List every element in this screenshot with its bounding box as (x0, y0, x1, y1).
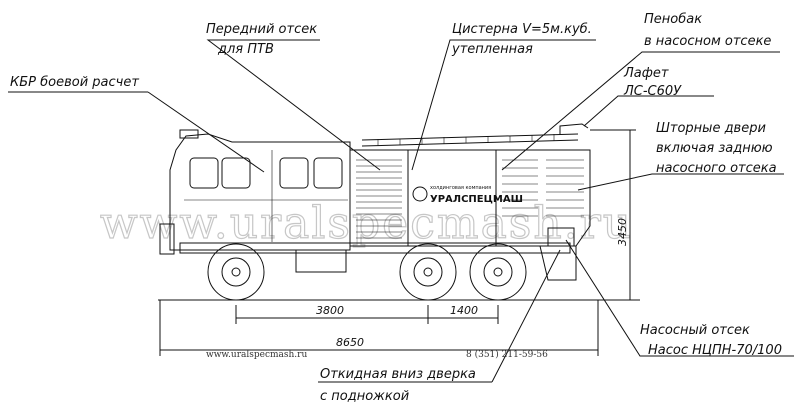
cab-window-4 (313, 157, 343, 189)
footer-website: www.uralspecmash.ru (206, 350, 307, 360)
brand-logo-icon (412, 186, 428, 202)
cab-window-1 (189, 157, 219, 189)
cab-window-2 (221, 157, 251, 189)
leader-front-compartment (206, 39, 381, 171)
label-front-compartment-2: для ПТВ (217, 42, 274, 57)
label-tank-2: утепленная (451, 42, 533, 57)
wheel-rear-1 (399, 243, 457, 301)
dim-wheelbase: 3800 (316, 304, 344, 317)
label-foam-tank-1: Пенобак (644, 12, 702, 27)
label-shutters-3: насосного отсека (656, 161, 777, 176)
label-crew-cab: КБР боевой расчет (10, 75, 139, 90)
chassis-frame (179, 242, 571, 254)
label-shutters-2: включая заднюю (656, 141, 773, 156)
brand-name: УРАЛСПЕЦМАШ (430, 194, 523, 205)
label-pump-compartment-1: Насосный отсек (640, 323, 750, 338)
roof-monitor (559, 123, 589, 134)
leader-tank (411, 39, 596, 171)
brand-subtitle: холдинговая компания (430, 185, 491, 191)
label-front-compartment-1: Передний отсек (206, 22, 317, 37)
label-monitor-2: ЛС-С60У (623, 84, 682, 99)
dimension-lines (159, 129, 636, 356)
rear-body (495, 149, 591, 247)
label-step-door-2: с подножкой (320, 389, 409, 404)
label-tank-1: Цистерна V=5м.куб. (452, 22, 592, 37)
brand-plate: холдинговая компания УРАЛСПЕЦМАШ (412, 185, 523, 205)
front-compartment-shutter (356, 159, 402, 239)
leader-crew-cab (147, 91, 265, 173)
dim-height: 3450 (616, 218, 629, 246)
wheel-rear-2 (469, 243, 527, 301)
front-bumper (159, 223, 175, 255)
leader-step-door (491, 249, 561, 383)
cab-window-3 (279, 157, 309, 189)
watermark-text: www.uralspecmash.ru (100, 198, 633, 249)
truck-drawing: холдинговая компания УРАЛСПЕЦМАШ (158, 123, 640, 301)
rear-shutters (502, 159, 584, 217)
dim-rear-axles: 1400 (450, 304, 478, 317)
cab-roof-light (179, 129, 199, 139)
leader-pump-compartment (565, 239, 794, 357)
label-foam-tank-2: в насосном отсеке (644, 34, 771, 49)
leader-shutters (577, 173, 784, 191)
footer-phone: 8 (351) 211-59-56 (466, 349, 548, 360)
dim-overall-length: 8650 (336, 336, 364, 349)
leader-monitor (583, 95, 714, 127)
wheel-front (207, 243, 265, 301)
fuel-tank (295, 249, 347, 273)
callout-leaders (8, 39, 794, 383)
label-pump-compartment-2: Насос НЦПН-70/100 (648, 343, 782, 358)
label-monitor-1: Лафет (623, 66, 669, 81)
label-step-door-1: Откидная вниз дверка (320, 367, 476, 382)
leader-foam-tank (501, 51, 780, 171)
label-shutters-1: Шторные двери (656, 121, 766, 136)
roof-ladder (361, 133, 579, 147)
pump-compartment-lower (539, 245, 577, 281)
